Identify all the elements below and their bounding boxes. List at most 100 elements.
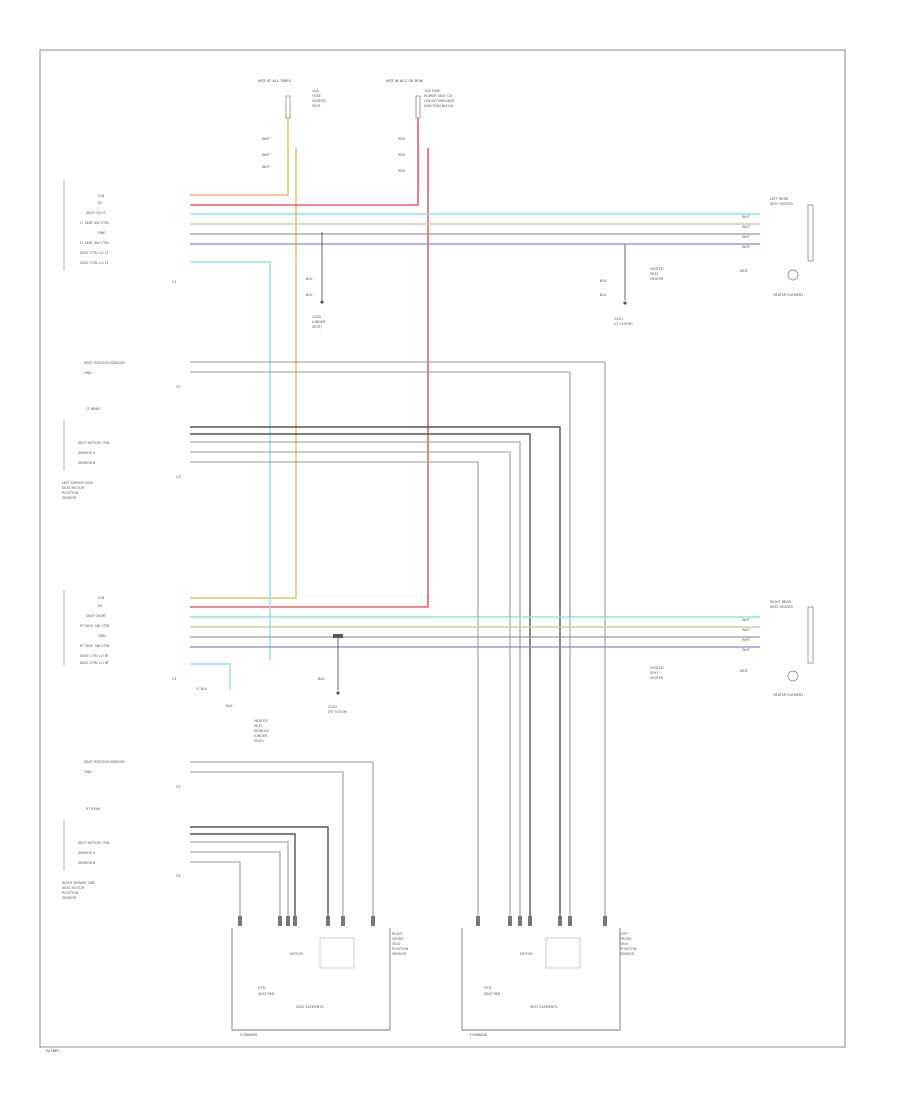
- svg-text:SEAT POSITION SENSOR: SEAT POSITION SENSOR: [84, 760, 125, 764]
- wire-gray-mem4: [190, 771, 344, 918]
- svg-text:RIGHT REAR: RIGHT REAR: [770, 600, 791, 604]
- svg-text:SEAT MOTOR: SEAT MOTOR: [62, 886, 85, 890]
- svg-text:10A: 10A: [312, 89, 319, 93]
- svg-text:B+: B+: [98, 604, 103, 608]
- svg-text:CIRCUIT BREAKER: CIRCUIT BREAKER: [424, 99, 455, 103]
- svg-text:LEFT REAR: LEFT REAR: [770, 197, 789, 201]
- svg-text:G202: G202: [328, 705, 337, 709]
- svg-text:SENSOR B: SENSOR B: [78, 861, 96, 865]
- svg-text:WHT: WHT: [740, 669, 749, 673]
- svg-text:LEFT DRIVER SIDE: LEFT DRIVER SIDE: [62, 481, 93, 485]
- svg-text:SENSOR: SENSOR: [392, 952, 407, 956]
- wire-dark-m7: [190, 833, 296, 918]
- svg-text:C4: C4: [172, 677, 177, 681]
- motor-connector-upper: SEAT MOTOR CTRL SENSOR A SENSOR B C3 LEF…: [62, 420, 181, 500]
- svg-text:SEAT: SEAT: [254, 724, 263, 728]
- wire-gray-m5: [190, 461, 479, 918]
- svg-text:SEAT CTRL LO LT: SEAT CTRL LO LT: [80, 261, 109, 265]
- svg-text:LT SEAT SW CTRL: LT SEAT SW CTRL: [80, 241, 109, 245]
- svg-text:G200: G200: [312, 315, 321, 319]
- wire-yellow-trunk: [190, 118, 289, 196]
- svg-text:HEATED: HEATED: [650, 666, 664, 670]
- svg-text:SEAT: SEAT: [650, 671, 659, 675]
- svg-text:G201: G201: [614, 317, 623, 321]
- svg-text:RED: RED: [398, 137, 405, 141]
- svg-text:SEAT HEATER: SEAT HEATER: [770, 605, 793, 609]
- svg-text:SENSOR A: SENSOR A: [78, 851, 96, 855]
- svg-text:C3: C3: [176, 475, 181, 479]
- left-seat-switch-block: IGN B+ SEAT ON LT LT SEAT SW CTRL GND LT…: [63, 180, 177, 284]
- svg-text:SEAT: SEAT: [312, 104, 321, 108]
- figure-id: W-F6R7: [46, 1049, 60, 1053]
- svg-text:GND: GND: [84, 371, 92, 375]
- svg-text:C5: C5: [176, 785, 181, 789]
- svg-text:WHT: WHT: [742, 628, 751, 632]
- svg-text:FRONT: FRONT: [392, 937, 405, 941]
- svg-text:B+: B+: [98, 201, 103, 205]
- svg-text:FORWARD: FORWARD: [240, 1033, 258, 1037]
- svg-text:SEAT: SEAT: [620, 942, 629, 946]
- svg-text:HEATER ELEMENT: HEATER ELEMENT: [773, 293, 804, 297]
- svg-text:(UNDER: (UNDER: [312, 320, 326, 324]
- svg-text:SEAT MOTOR CTRL: SEAT MOTOR CTRL: [78, 441, 110, 445]
- svg-text:SEAT ELEMENTS: SEAT ELEMENTS: [530, 1005, 558, 1009]
- svg-text:BLK: BLK: [318, 677, 325, 681]
- wire-red-trunk: [190, 118, 419, 206]
- svg-text:WHT: WHT: [740, 269, 749, 273]
- svg-text:WHT: WHT: [742, 225, 751, 229]
- svg-text:RT SEAT SW CTRL: RT SEAT SW CTRL: [80, 624, 110, 628]
- svg-text:SEAT CTRL LO RT: SEAT CTRL LO RT: [80, 661, 110, 665]
- svg-text:RIGHT DRIVER SIDE: RIGHT DRIVER SIDE: [62, 881, 95, 885]
- svg-text:WHT: WHT: [742, 245, 751, 249]
- svg-text:SEAT MOTOR: SEAT MOTOR: [62, 486, 85, 490]
- svg-text:FRONT: FRONT: [620, 937, 633, 941]
- svg-text:WHT: WHT: [742, 648, 751, 652]
- svg-text:SEAT ON LT: SEAT ON LT: [86, 211, 106, 215]
- svg-text:SEAT PAD: SEAT PAD: [484, 992, 501, 996]
- svg-text:POSITION: POSITION: [62, 491, 79, 495]
- svg-text:LEFT: LEFT: [620, 932, 629, 936]
- svg-text:JUNCTION BLOCK: JUNCTION BLOCK: [423, 104, 454, 108]
- svg-text:SENSOR A: SENSOR A: [78, 451, 96, 455]
- svg-text:IGN: IGN: [98, 596, 105, 600]
- wire-gray-mem3: [190, 761, 374, 918]
- svg-text:SENSOR B: SENSOR B: [78, 461, 96, 465]
- svg-text:15A FUSE: 15A FUSE: [424, 89, 440, 93]
- svg-text:SEAT ELEMENTS: SEAT ELEMENTS: [296, 1005, 324, 1009]
- svg-text:RIGHT: RIGHT: [392, 932, 404, 936]
- svg-text:GND: GND: [84, 770, 92, 774]
- svg-text:WHT: WHT: [742, 235, 751, 239]
- wire-dark-m2: [190, 433, 531, 918]
- svg-text:HEATER: HEATER: [650, 676, 664, 680]
- wire-gray-m9: [190, 851, 281, 918]
- svg-text:HEATER ELEMENT: HEATER ELEMENT: [773, 693, 804, 697]
- svg-text:LT REAR: LT REAR: [86, 407, 100, 411]
- ground-upper-left: BLK BLK G200 (UNDER SEAT): [306, 232, 326, 329]
- svg-text:SEAT HEATER: SEAT HEATER: [770, 202, 793, 206]
- svg-text:(UNDER: (UNDER: [254, 734, 268, 738]
- svg-text:GND: GND: [98, 634, 106, 638]
- right-rear-seat-heater: RIGHT REAR SEAT HEATER WHT WHT WHT WHT H…: [650, 600, 814, 697]
- power-source-left: HOT AT ALL TIMES 10A FUSE HEATED SEAT WH…: [258, 79, 326, 169]
- svg-text:SEAT: SEAT: [650, 272, 659, 276]
- svg-text:SENSOR: SENSOR: [62, 896, 77, 900]
- svg-text:HTR: HTR: [484, 986, 492, 990]
- svg-text:(RT FLOOR): (RT FLOOR): [328, 710, 348, 714]
- svg-text:LT BLU: LT BLU: [196, 687, 208, 691]
- svg-text:C2: C2: [176, 385, 181, 389]
- wire-yellow-trunk-b: [190, 148, 297, 599]
- memory-connector-lower: SEAT POSITION SENSOR GND C5 RT REAR: [84, 760, 181, 811]
- wire-gray-m8: [190, 841, 289, 918]
- svg-text:RT REAR: RT REAR: [86, 807, 101, 811]
- svg-text:POSITION: POSITION: [62, 891, 79, 895]
- right-seat-switch-block: IGN B+ SEAT ON RT RT SEAT SW CTRL GND RT…: [63, 590, 177, 681]
- svg-text:HEATED: HEATED: [312, 99, 326, 103]
- svg-text:SEAT): SEAT): [312, 325, 322, 329]
- svg-text:WHT: WHT: [262, 153, 271, 157]
- svg-text:WHT: WHT: [262, 137, 271, 141]
- svg-text:MOTOR: MOTOR: [520, 952, 533, 956]
- svg-text:POSITION: POSITION: [392, 947, 409, 951]
- svg-text:FORWARD: FORWARD: [470, 1033, 488, 1037]
- svg-text:SENSOR: SENSOR: [62, 496, 77, 500]
- svg-text:SEAT: SEAT: [392, 942, 401, 946]
